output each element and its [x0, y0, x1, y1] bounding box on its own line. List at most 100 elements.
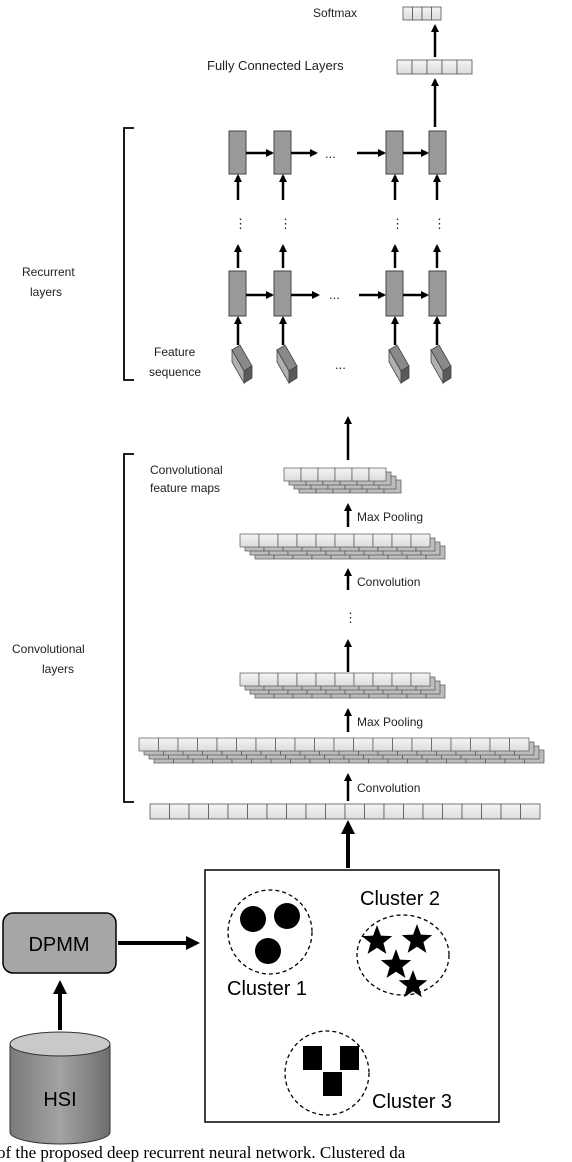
- feature-sequence: [231, 344, 452, 385]
- feature-ellipsis: ...: [335, 357, 346, 372]
- feature-vector-prism: [388, 344, 410, 385]
- rnn-vdots: ⋮: [433, 216, 446, 231]
- input-cell: [266, 803, 287, 820]
- input-cell: [247, 803, 268, 820]
- input-cell: [422, 803, 443, 820]
- cluster-3-square-marker: [340, 1046, 359, 1070]
- softmax-cell: [402, 6, 413, 21]
- recurrent-bracket: [123, 127, 134, 381]
- input-cell: [500, 803, 521, 820]
- conv-vdots: ⋮: [344, 610, 357, 625]
- cluster-1-boundary: [227, 889, 313, 975]
- rnn-cell: [228, 130, 247, 175]
- conv-feature-maps-label-line2: feature maps: [150, 481, 220, 495]
- rnn-cell: [385, 130, 404, 175]
- convolution-label-top: Convolution: [357, 575, 420, 589]
- input-cell: [403, 803, 424, 820]
- cluster-3-square-marker: [323, 1072, 342, 1096]
- fc-cell: [411, 59, 428, 75]
- feature-sequence-label-line2: sequence: [149, 365, 201, 379]
- feature-map-stacks: [138, 467, 545, 764]
- cluster-1-circle-marker: [240, 906, 266, 932]
- input-cell: [383, 803, 404, 820]
- input-cell: [286, 803, 307, 820]
- rnn-vdots: ⋮: [391, 216, 404, 231]
- fc-cell: [426, 59, 443, 75]
- cluster-2-star-marker: [380, 949, 412, 978]
- convolutional-label-line1: Convolutional: [12, 642, 85, 656]
- softmax-cell: [421, 6, 432, 21]
- rnn-top-row: ...: [228, 130, 447, 175]
- max-pooling-label-bottom: Max Pooling: [357, 715, 423, 729]
- input-cell: [169, 803, 190, 820]
- rnn-cell: [228, 270, 247, 317]
- input-cell: [481, 803, 502, 820]
- convolutional-label-line2: layers: [42, 662, 74, 676]
- input-cell: [520, 803, 541, 820]
- rnn-cell: [273, 130, 292, 175]
- rnn-bottom-row: ...: [228, 270, 447, 345]
- rnn-vdots: ⋮: [234, 216, 247, 231]
- cluster-1-circle-marker: [274, 903, 300, 929]
- rnn-cell: [428, 270, 447, 317]
- feature-map-stack-conv-bottom: [138, 737, 545, 764]
- cluster-2-star-marker: [401, 924, 433, 953]
- feature-map-stack-pooled-bottom: [239, 672, 446, 699]
- input-vector: [149, 803, 541, 820]
- rnn-vertical-dots: ⋮ ⋮ ⋮ ⋮: [234, 174, 446, 268]
- rnn-ellipsis-top: ...: [325, 146, 336, 161]
- dpmm-box: [2, 912, 117, 974]
- rnn-cell: [385, 270, 404, 317]
- cluster-1-circle-marker: [255, 938, 281, 964]
- cluster-2-star-marker: [398, 970, 428, 998]
- feature-vector-prism: [231, 344, 253, 385]
- cluster-1-label: Cluster 1: [227, 978, 307, 1000]
- conv-feature-maps-label-line1: Convolutional: [150, 463, 223, 477]
- cluster-2-star-marker: [361, 925, 393, 954]
- input-cell: [325, 803, 346, 820]
- fc-cell: [441, 59, 458, 75]
- softmax-vector: [402, 6, 442, 21]
- convolutional-bracket: [123, 453, 134, 803]
- rnn-vdots: ⋮: [279, 216, 292, 231]
- convolution-label-bottom: Convolution: [357, 781, 420, 795]
- cluster-2-label: Cluster 2: [360, 888, 440, 910]
- max-pooling-label-top: Max Pooling: [357, 510, 423, 524]
- cluster-3-label: Cluster 3: [372, 1091, 452, 1113]
- input-cell: [305, 803, 326, 820]
- input-cell: [442, 803, 463, 820]
- cluster-3-boundary: [284, 1030, 370, 1116]
- fc-cell: [456, 59, 473, 75]
- feature-vector-prism: [430, 344, 452, 385]
- feature-sequence-label-line1: Feature: [154, 345, 196, 359]
- feature-map-stack-conv-top: [239, 533, 446, 560]
- cluster-3-square-marker: [303, 1046, 322, 1070]
- cluster-2-star-markers: [361, 924, 433, 998]
- rnn-cell: [428, 130, 447, 175]
- feature-vector-prism: [276, 344, 298, 385]
- input-cell: [149, 803, 170, 820]
- softmax-label: Softmax: [313, 6, 357, 20]
- softmax-cell: [431, 6, 442, 21]
- rnn-cell: [273, 270, 292, 317]
- input-cell: [344, 803, 365, 820]
- input-cell: [188, 803, 209, 820]
- dpmm-label: DPMM: [28, 934, 89, 956]
- hsi-label: HSI: [43, 1089, 76, 1111]
- cluster-2-boundary: [356, 914, 450, 996]
- fully-connected-label: Fully Connected Layers: [207, 58, 344, 73]
- recurrent-label-line1: Recurrent: [22, 265, 75, 279]
- figure-caption: of the proposed deep recurrent neural ne…: [0, 1143, 406, 1162]
- fc-cell: [396, 59, 413, 75]
- input-cell: [461, 803, 482, 820]
- fully-connected-vector: [396, 59, 473, 75]
- input-cell: [227, 803, 248, 820]
- softmax-cell: [412, 6, 423, 21]
- input-cell: [364, 803, 385, 820]
- hsi-database-icon: [9, 1031, 111, 1145]
- input-cell: [208, 803, 229, 820]
- rnn-ellipsis-bottom: ...: [329, 287, 340, 302]
- recurrent-label-line2: layers: [30, 285, 62, 299]
- feature-map-stack-pooled-top: [283, 467, 402, 494]
